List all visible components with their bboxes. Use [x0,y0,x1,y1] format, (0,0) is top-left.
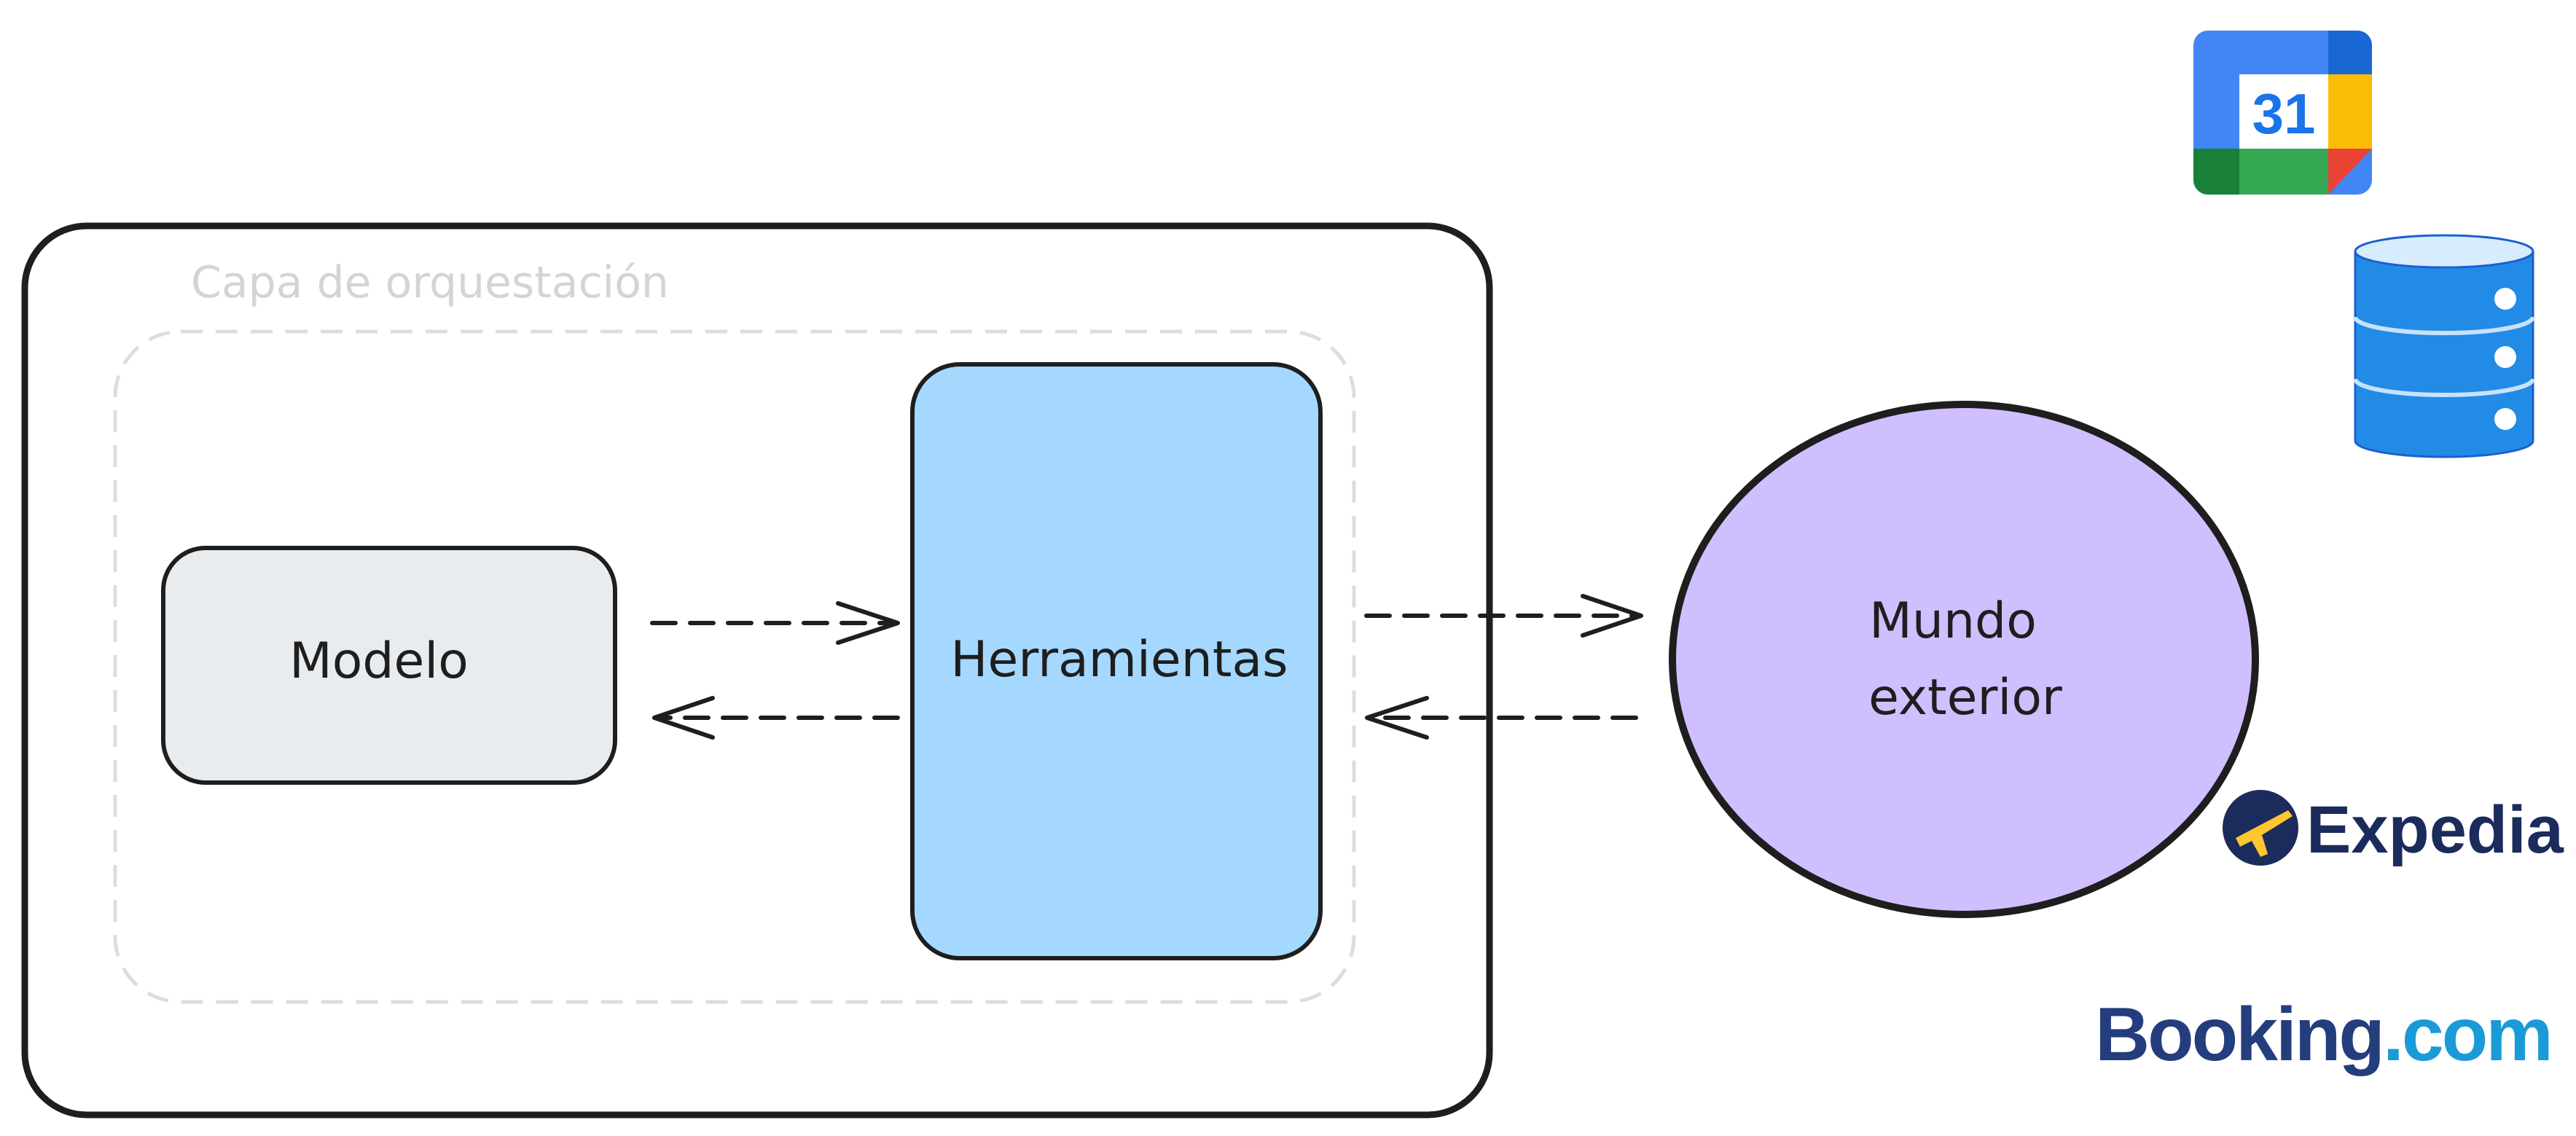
tools-node-label: Herramientas [950,631,1288,689]
database-icon [2353,234,2535,458]
outside-world-label-line1: Mundo [1869,592,2037,650]
calendar-day-number: 31 [2252,82,2316,146]
arrow-world-to-tools [1365,696,1638,740]
booking-wordmark-dot: . [2383,992,2402,1077]
google-calendar-icon: 31 [2193,31,2372,195]
booking-wordmark: Booking.com [2095,992,2551,1077]
booking-wordmark-main: Booking [2095,992,2383,1077]
orchestration-layer-boundary [113,329,1356,1004]
arrow-tools-to-model [652,696,900,740]
orchestration-layer-label: Capa de orquestación [191,257,669,308]
arrow-tools-to-world [1364,594,1643,638]
booking-logo: Booking.com [2095,992,2553,1077]
outside-world-node [1669,401,2259,918]
expedia-logo: Expedia [2223,790,2564,867]
booking-wordmark-tld: com [2402,992,2551,1077]
arrow-model-to-tools [650,601,900,645]
tools-node [910,362,1323,960]
outside-world-label-line2: exterior [1868,669,2062,726]
expedia-wordmark: Expedia [2306,793,2564,867]
model-node-label: Modelo [289,632,469,690]
model-node [161,546,617,785]
